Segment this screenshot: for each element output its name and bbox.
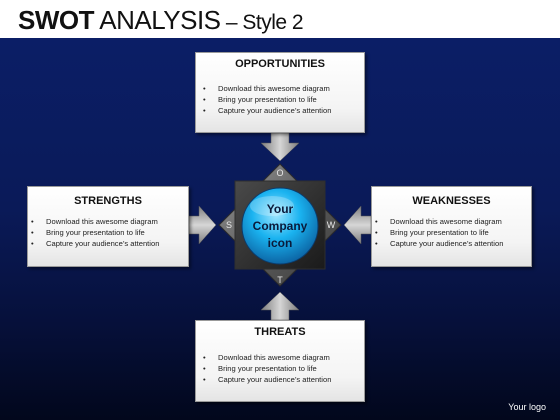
title-style: – Style 2 — [220, 11, 304, 34]
list-item: •Bring your presentation to life — [375, 228, 489, 237]
list-item: •Download this awesome diagram — [203, 353, 330, 362]
list-item: •Capture your audience’s attention — [203, 106, 332, 115]
opportunities-title: OPPORTUNITIES — [235, 58, 325, 70]
strengths-box: STRENGTHS •Download this awesome diagram… — [27, 186, 189, 267]
strengths-bullets: •Download this awesome diagram •Bring yo… — [30, 216, 159, 249]
arrow-up-icon — [260, 291, 300, 321]
opportunities-bullets: •Download this awesome diagram •Bring yo… — [202, 83, 331, 116]
footer-logo-text: Your logo — [508, 402, 546, 412]
title-bold: SWOT — [18, 5, 95, 35]
center-text-line1: Your — [267, 202, 294, 216]
slide-title: SWOT ANALYSIS – Style 2 — [18, 5, 304, 38]
strengths-title: STRENGTHS — [74, 195, 142, 207]
arrow-right-icon — [188, 205, 217, 245]
letter-t: T — [277, 275, 283, 285]
list-item: •Download this awesome diagram — [31, 217, 158, 226]
list-item: •Capture your audience’s attention — [203, 375, 332, 384]
letter-s: S — [226, 220, 232, 230]
list-item: •Bring your presentation to life — [31, 228, 145, 237]
company-globe — [241, 187, 319, 265]
letter-w: W — [327, 220, 336, 230]
weaknesses-box: WEAKNESSES •Download this awesome diagra… — [371, 186, 532, 267]
title-bar: SWOT ANALYSIS – Style 2 — [0, 0, 560, 38]
threats-title: THREATS — [254, 326, 306, 338]
threats-box: THREATS •Download this awesome diagram •… — [195, 320, 365, 402]
weaknesses-title: WEAKNESSES — [412, 195, 491, 207]
list-item: •Download this awesome diagram — [375, 217, 502, 226]
arrow-down-icon — [260, 132, 300, 162]
arrow-left-icon — [343, 205, 372, 245]
letter-o: O — [276, 168, 283, 178]
threats-bullets: •Download this awesome diagram •Bring yo… — [202, 352, 331, 385]
center-text-line2: Company — [253, 219, 308, 233]
center-text-line3: icon — [268, 236, 293, 250]
title-regular: ANALYSIS — [94, 5, 221, 35]
list-item: •Capture your audience’s attention — [375, 239, 504, 248]
opportunities-box: OPPORTUNITIES •Download this awesome dia… — [195, 52, 365, 133]
weaknesses-bullets: •Download this awesome diagram •Bring yo… — [374, 216, 503, 249]
list-item: •Download this awesome diagram — [203, 84, 330, 93]
list-item: •Bring your presentation to life — [203, 364, 317, 373]
list-item: •Capture your audience’s attention — [31, 239, 160, 248]
list-item: •Bring your presentation to life — [203, 95, 317, 104]
